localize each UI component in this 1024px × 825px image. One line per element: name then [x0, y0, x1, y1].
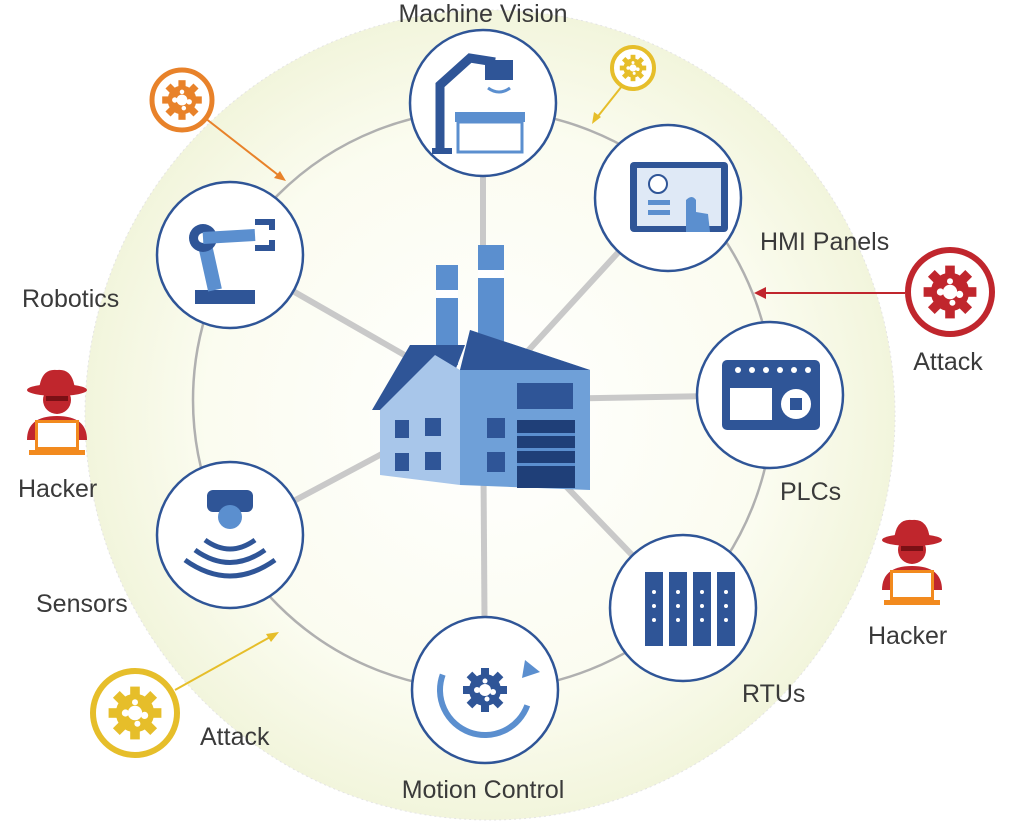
- attack-yellow-small: [592, 45, 656, 124]
- virus-icon: [923, 265, 977, 319]
- attack-yellow: [90, 632, 279, 758]
- hmi-panel-icon: [630, 162, 728, 232]
- hacker-icon-right: [882, 519, 942, 605]
- label-attack-bottom: Attack: [200, 723, 270, 751]
- label-robotics: Robotics: [22, 285, 119, 313]
- label-hacker-left: Hacker: [18, 475, 97, 503]
- virus-icon: [162, 80, 202, 120]
- rtu-icon: [645, 572, 735, 646]
- virus-icon: [619, 54, 647, 82]
- label-motion-control: Motion Control: [402, 776, 565, 804]
- attack-orange: [149, 67, 286, 181]
- motion-control-icon: [437, 660, 540, 738]
- label-sensors: Sensors: [36, 590, 128, 618]
- label-machine-vision: Machine Vision: [398, 0, 567, 28]
- virus-icon: [108, 686, 162, 740]
- hacker-icon-left: [27, 369, 87, 455]
- label-attack-right: Attack: [913, 348, 983, 376]
- node-robotics[interactable]: [155, 180, 305, 330]
- robot-arm-icon: [189, 219, 275, 304]
- node-machine-vision[interactable]: [408, 28, 558, 178]
- label-hmi-panels: HMI Panels: [760, 228, 889, 256]
- factory-icon: [372, 245, 590, 490]
- label-rtus: RTUs: [742, 680, 805, 708]
- label-hacker-right: Hacker: [868, 622, 947, 650]
- attack-red: [754, 247, 995, 337]
- plc-icon: [722, 360, 820, 430]
- node-sensors[interactable]: [155, 460, 305, 610]
- machine-vision-icon: [432, 53, 525, 154]
- sensor-icon: [183, 490, 277, 579]
- label-plcs: PLCs: [780, 478, 841, 506]
